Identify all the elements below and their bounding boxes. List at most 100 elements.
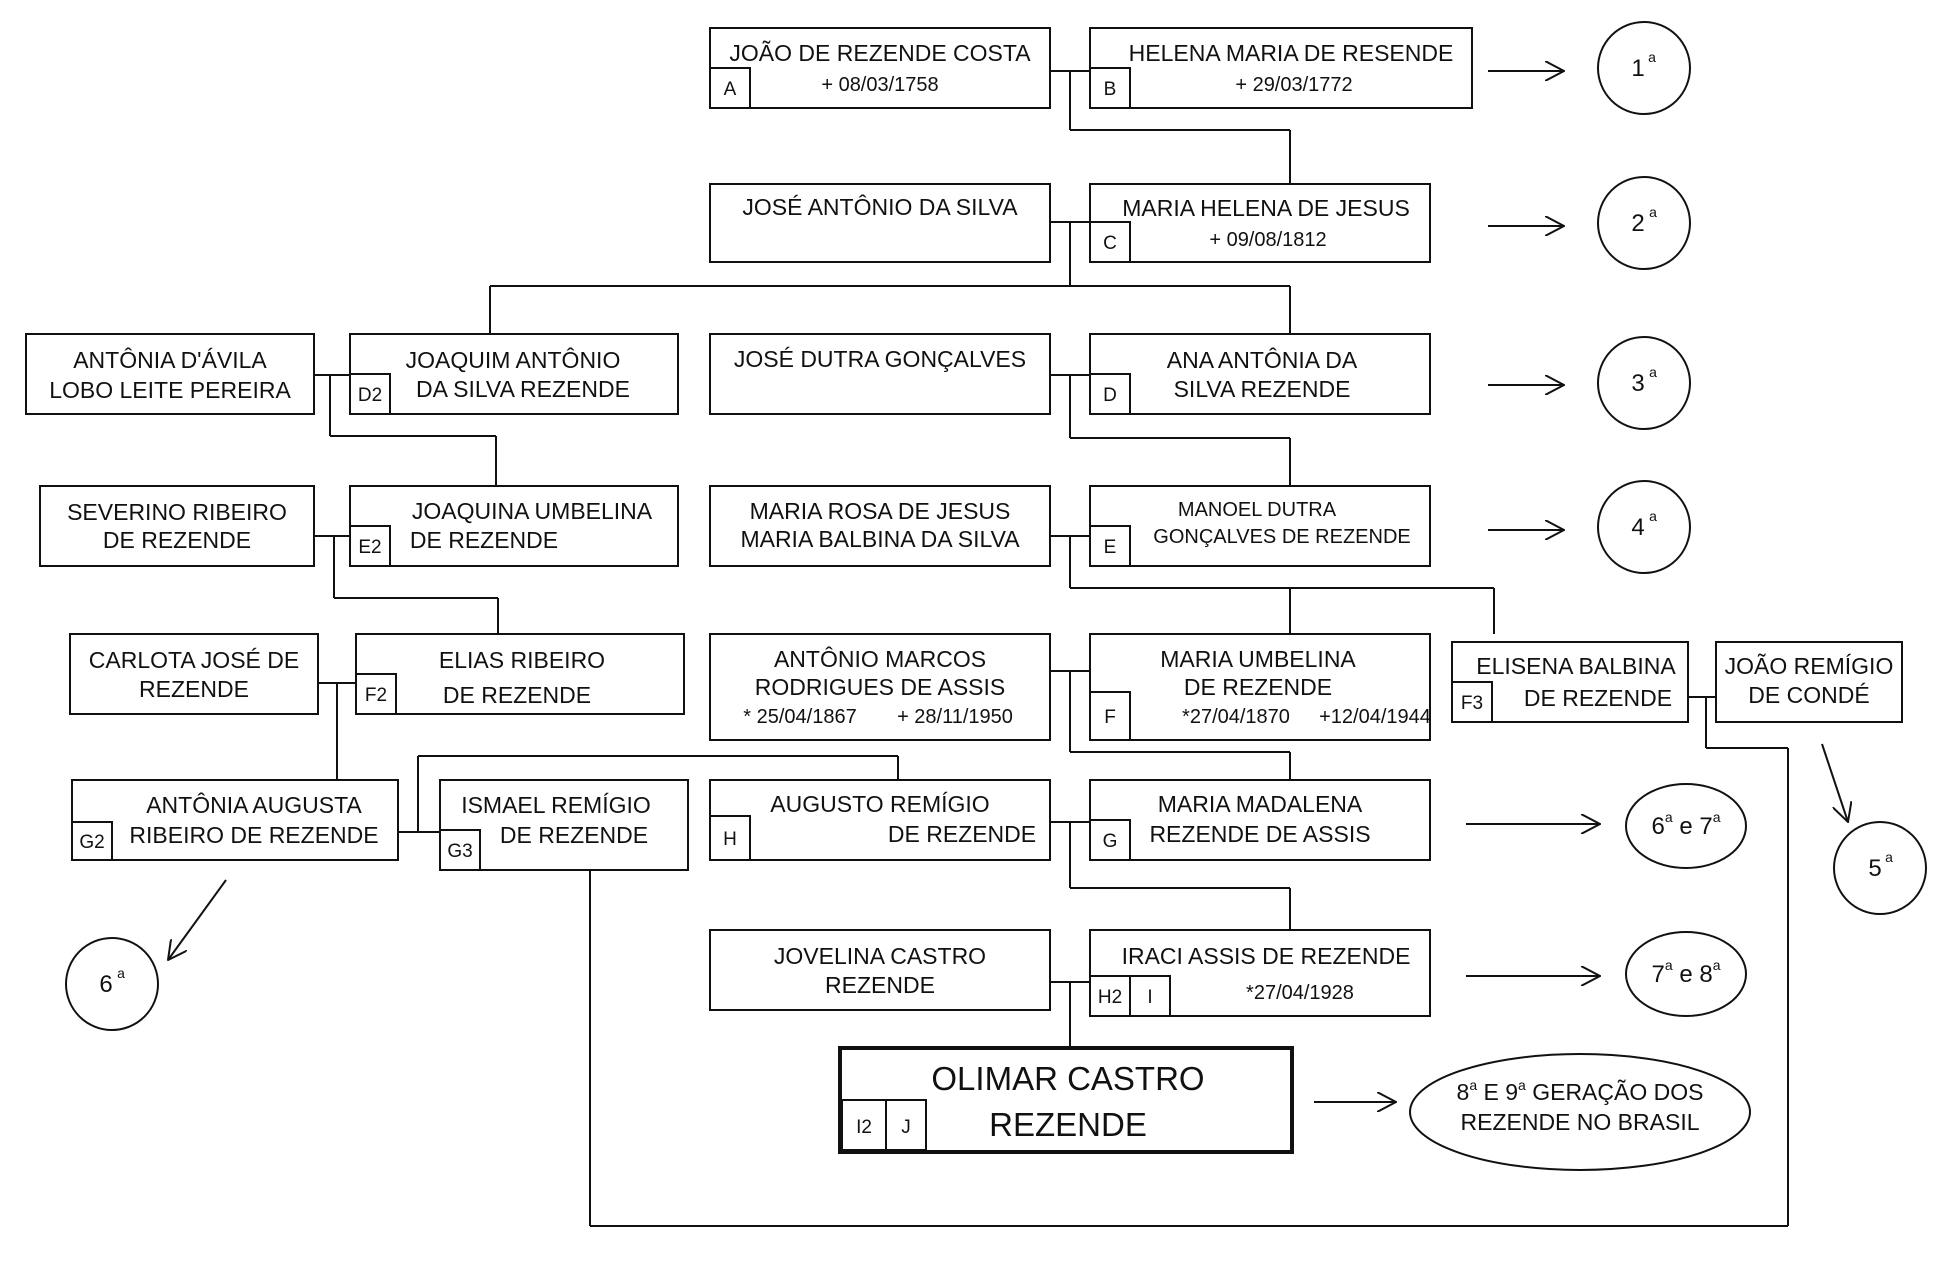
death-date: + 08/03/1758 xyxy=(821,74,938,96)
person-tag: D xyxy=(1103,385,1117,406)
generation-7-8-ellipse: 7a e 8a xyxy=(1625,931,1747,1017)
generation-8-9-ellipse: 8a E 9a GERAÇÃO DOS REZENDE NO BRASIL xyxy=(1409,1053,1751,1171)
name-line-1: MARIA MADALENA xyxy=(1158,791,1363,817)
person-olimar-castro-rezende: OLIMAR CASTRO REZENDE I2 J xyxy=(838,1046,1294,1154)
generation-suffix: a xyxy=(1649,364,1657,380)
person-jovelina-castro: JOVELINA CASTRO REZENDE xyxy=(709,929,1051,1011)
name-line-2: SILVA REZENDE xyxy=(1174,376,1351,402)
name-line-1: JOAQUINA UMBELINA xyxy=(412,498,653,524)
person-maria-rosa-balbina: MARIA ROSA DE JESUS MARIA BALBINA DA SIL… xyxy=(709,485,1051,567)
person-name: HELENA MARIA DE RESENDE xyxy=(1129,40,1454,66)
name-line-1: ELISENA BALBINA xyxy=(1476,653,1676,679)
generation-6-circle: 6 a xyxy=(65,937,159,1031)
person-name: JOSÉ ANTÔNIO DA SILVA xyxy=(742,193,1018,220)
generation-6-7-ellipse: 6a e 7a xyxy=(1625,783,1747,869)
generation-number: 5 xyxy=(1868,855,1881,882)
person-helena-maria-de-resende: HELENA MARIA DE RESENDE B + 29/03/1772 xyxy=(1089,27,1473,109)
name-line-1: MANOEL DUTRA xyxy=(1178,499,1337,521)
name-line-1: ANTÔNIA D'ÁVILA xyxy=(73,346,267,373)
generation-3-circle: 3 a xyxy=(1597,336,1691,430)
person-elisena-balbina: ELISENA BALBINA DE REZENDE F3 xyxy=(1451,641,1689,723)
person-maria-umbelina: MARIA UMBELINA DE REZENDE F *27/04/1870 … xyxy=(1089,633,1431,741)
connector-lines xyxy=(314,70,1789,1227)
name-line-1: MARIA UMBELINA xyxy=(1160,646,1356,672)
name-line-2: REZENDE xyxy=(989,1106,1147,1143)
person-augusto-remigio: AUGUSTO REMÍGIO DE REZENDE H xyxy=(709,779,1051,861)
generation-label: 7a e 8a xyxy=(1652,957,1721,988)
name-line-2: DE REZENDE xyxy=(1184,674,1332,700)
generation-label: 6a e 7a xyxy=(1652,809,1721,840)
person-maria-madalena: MARIA MADALENA REZENDE DE ASSIS G xyxy=(1089,779,1431,861)
generation-1-circle: 1 a xyxy=(1597,21,1691,115)
person-tag: D2 xyxy=(358,385,382,406)
generation-label-line-2: REZENDE NO BRASIL xyxy=(1461,1109,1700,1135)
person-joaquina-umbelina: JOAQUINA UMBELINA DE REZENDE E2 xyxy=(349,485,679,567)
birth-date: *27/04/1928 xyxy=(1246,982,1354,1004)
person-jose-dutra-goncalves: JOSÉ DUTRA GONÇALVES xyxy=(709,333,1051,415)
name-line-1: JOÃO REMÍGIO xyxy=(1725,653,1894,679)
arrow-down-icon xyxy=(1821,743,1848,822)
name-line-2: DE REZENDE xyxy=(1524,685,1672,711)
name-line-2: DE REZENDE xyxy=(410,527,558,553)
name-line-2: MARIA BALBINA DA SILVA xyxy=(740,526,1020,552)
name-line-2: DE REZENDE xyxy=(443,682,591,708)
name-line-1: ISMAEL REMÍGIO xyxy=(461,792,651,818)
person-carlota-jose: CARLOTA JOSÉ DE REZENDE xyxy=(69,633,319,715)
arrow-down-left-icon xyxy=(168,879,227,960)
person-tag: B xyxy=(1104,79,1117,100)
person-tag: F xyxy=(1104,707,1116,728)
death-date: + 28/11/1950 xyxy=(897,706,1013,728)
person-tag: J xyxy=(901,1117,911,1138)
person-tag: F2 xyxy=(365,685,387,706)
generation-number: 4 xyxy=(1631,514,1644,541)
person-tag: H2 xyxy=(1098,987,1122,1008)
person-tag: G2 xyxy=(79,832,104,853)
generation-5-circle: 5 a xyxy=(1833,821,1927,915)
birth-date: * 25/04/1867 xyxy=(743,706,856,728)
person-tag: I xyxy=(1147,987,1152,1008)
name-line-2: DA SILVA REZENDE xyxy=(416,376,630,402)
generation-label: 8a E 9a GERAÇÃO DOS xyxy=(1457,1077,1704,1105)
person-manoel-dutra: MANOEL DUTRA GONÇALVES DE REZENDE E xyxy=(1089,485,1431,567)
name-line-1: ANTÔNIO MARCOS xyxy=(774,645,986,672)
name-line-1: JOAQUIM ANTÔNIO xyxy=(406,346,621,373)
person-tag: A xyxy=(724,79,737,100)
death-date: + 09/08/1812 xyxy=(1209,229,1326,251)
name-line-1: OLIMAR CASTRO xyxy=(931,1060,1204,1097)
name-line-2: LOBO LEITE PEREIRA xyxy=(49,377,291,403)
generation-suffix: a xyxy=(1649,508,1657,524)
generation-2-circle: 2 a xyxy=(1597,176,1691,270)
person-name: JOSÉ DUTRA GONÇALVES xyxy=(734,346,1026,372)
person-tag: F3 xyxy=(1461,693,1483,714)
generation-suffix: a xyxy=(1649,204,1657,220)
generation-number: 3 xyxy=(1631,370,1644,397)
person-tag: H xyxy=(723,829,737,850)
person-tag: C xyxy=(1103,233,1117,254)
name-line-1: ELIAS RIBEIRO xyxy=(439,647,605,673)
name-line-1: AUGUSTO REMÍGIO xyxy=(770,791,989,817)
generation-suffix: a xyxy=(1648,49,1656,65)
person-joao-de-rezende-costa: JOÃO DE REZENDE COSTA A + 08/03/1758 xyxy=(709,27,1051,109)
name-line-2: RIBEIRO DE REZENDE xyxy=(129,822,378,848)
generation-suffix: a xyxy=(1885,849,1893,865)
person-iraci-assis: IRACI ASSIS DE REZENDE H2 I *27/04/1928 xyxy=(1089,929,1431,1017)
person-severino-ribeiro: SEVERINO RIBEIRO DE REZENDE xyxy=(39,485,315,567)
person-joao-remigio-de-conde: JOÃO REMÍGIO DE CONDÉ xyxy=(1715,641,1903,723)
name-line-1: CARLOTA JOSÉ DE xyxy=(89,647,299,673)
name-line-1: ANA ANTÔNIA DA xyxy=(1167,346,1358,373)
name-line-2: DE REZENDE xyxy=(888,821,1036,847)
name-line-2: REZENDE DE ASSIS xyxy=(1149,821,1370,847)
person-jose-antonio-da-silva: JOSÉ ANTÔNIO DA SILVA xyxy=(709,183,1051,263)
death-date: + 29/03/1772 xyxy=(1235,74,1352,96)
person-name: MARIA HELENA DE JESUS xyxy=(1122,195,1410,221)
name-line-2: REZENDE xyxy=(825,972,935,998)
generation-number: 1 xyxy=(1631,55,1644,82)
birth-date: *27/04/1870 xyxy=(1182,706,1290,728)
person-name: IRACI ASSIS DE REZENDE xyxy=(1122,943,1411,969)
person-joaquim-antonio: JOAQUIM ANTÔNIO DA SILVA REZENDE D2 xyxy=(349,333,679,415)
person-tag: E xyxy=(1104,537,1117,558)
person-antonio-marcos: ANTÔNIO MARCOS RODRIGUES DE ASSIS * 25/0… xyxy=(709,633,1051,741)
person-tag: E2 xyxy=(358,537,381,558)
person-tag: G3 xyxy=(447,841,472,862)
